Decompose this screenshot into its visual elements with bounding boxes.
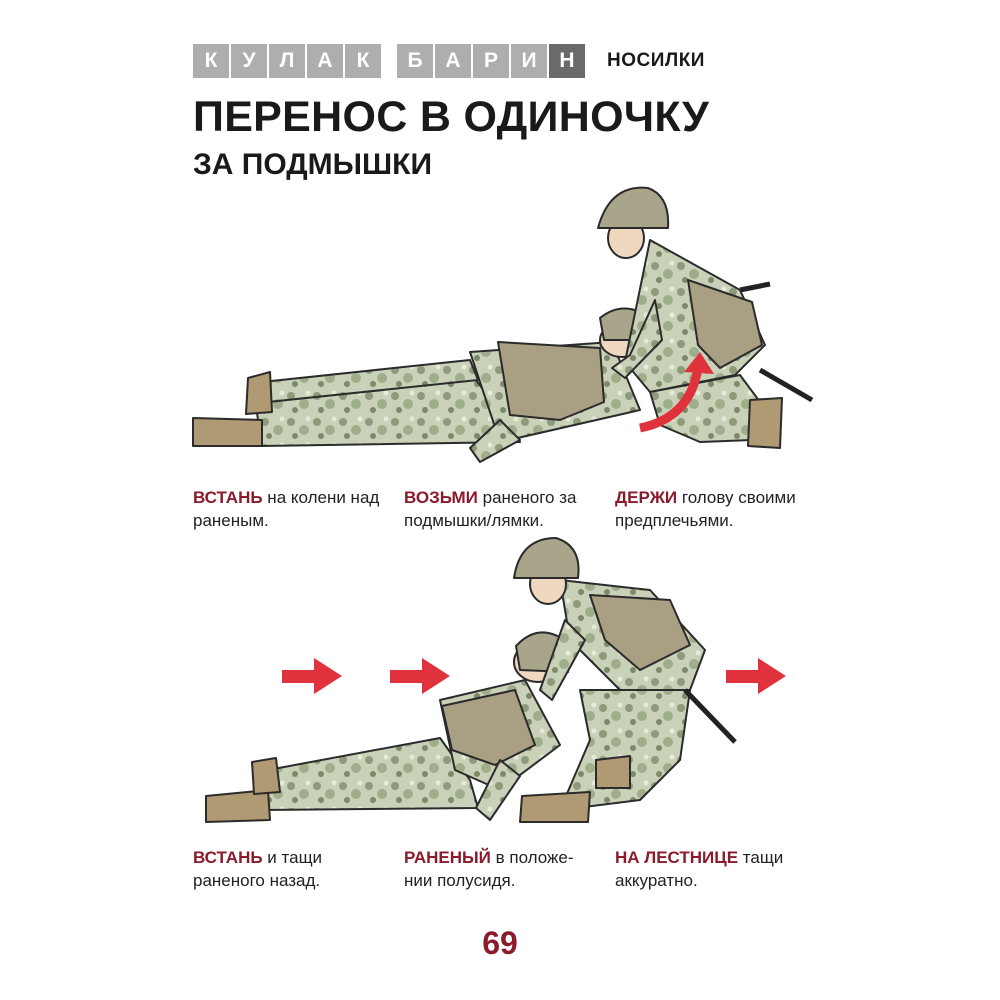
caption-grab: ВОЗЬМИ раненого за подмышки/лямки. <box>404 486 600 532</box>
rescuer-vest <box>589 594 691 671</box>
rifle-stock <box>683 688 737 744</box>
book-header: К У Л А К Б А Р И Н НОСИЛКИ <box>193 44 705 78</box>
caption-hold-head: ДЕРЖИ голову своими предплечьями. <box>615 486 825 532</box>
caption-keyword: НА ЛЕСТНИЦЕ <box>615 848 739 867</box>
rescuer-helmet <box>597 186 670 229</box>
caption-keyword: ВСТАНЬ <box>193 488 263 507</box>
illustration-drag <box>205 537 786 823</box>
casualty-arm <box>469 419 521 463</box>
brand-tile: А <box>435 44 471 78</box>
rifle-barrel <box>739 281 771 293</box>
caption-text: раненого за подмышки/лямки. <box>404 488 577 530</box>
curved-arrow-icon <box>639 367 703 433</box>
casualty-boot <box>245 371 273 415</box>
right-arrow-icon <box>726 658 786 694</box>
caption-text: голову своими предплечьями. <box>615 488 796 530</box>
casualty-legs <box>261 737 479 811</box>
rescuer-arm <box>539 619 586 701</box>
page-subtitle: ЗА ПОДМЫШКИ <box>193 148 433 181</box>
rescuer-boot <box>747 397 783 449</box>
casualty-boot <box>205 789 271 823</box>
casualty-boot <box>192 417 263 447</box>
brand-tile: Р <box>473 44 509 78</box>
caption-stand-drag: ВСТАНЬ и тащи раненого назад. <box>193 846 373 892</box>
brand-tile: К <box>345 44 381 78</box>
rescuer-boot <box>595 755 631 789</box>
caption-kneel: ВСТАНЬ на колени над раненым. <box>193 486 383 532</box>
brand-tile: А <box>307 44 343 78</box>
caption-keyword: ВОЗЬМИ <box>404 488 478 507</box>
rescuer-helmet <box>513 537 580 579</box>
caption-text: на колени над раненым. <box>193 488 380 530</box>
caption-text: в положе-нии полусидя. <box>404 848 574 890</box>
brand-tile: Л <box>269 44 305 78</box>
rescuer-vest <box>687 279 763 369</box>
caption-text: и тащи раненого назад. <box>193 848 323 890</box>
casualty-arm <box>475 759 521 821</box>
caption-text: тащи аккуратно. <box>615 848 784 890</box>
caption-keyword: ДЕРЖИ <box>615 488 678 507</box>
casualty-vest <box>441 689 536 766</box>
right-arrow-icon <box>390 658 450 694</box>
rescuer-boot <box>519 791 591 823</box>
brand-tile: У <box>231 44 267 78</box>
right-arrow-icon <box>282 658 342 694</box>
page-number: 69 <box>482 925 518 961</box>
section-label: НОСИЛКИ <box>607 50 705 71</box>
casualty-vest <box>497 341 605 421</box>
brand-tile: Б <box>397 44 433 78</box>
illustration-kneeling-lift <box>192 186 814 463</box>
brand-tile: И <box>511 44 547 78</box>
rescuer-legs <box>559 689 691 811</box>
caption-half-sitting: РАНЕНЫЙ в положе-нии полусидя. <box>404 846 579 892</box>
caption-keyword: ВСТАНЬ <box>193 848 263 867</box>
page-title: ПЕРЕНОС В ОДИНОЧКУ <box>193 93 710 141</box>
brand-tile: К <box>193 44 229 78</box>
caption-stairs: НА ЛЕСТНИЦЕ тащи аккуратно. <box>615 846 815 892</box>
casualty-boot <box>251 757 281 795</box>
rifle-stock <box>758 367 814 403</box>
caption-keyword: РАНЕНЫЙ <box>404 848 491 867</box>
rescuer-arm <box>611 299 663 379</box>
brand-tile: Н <box>549 44 585 78</box>
